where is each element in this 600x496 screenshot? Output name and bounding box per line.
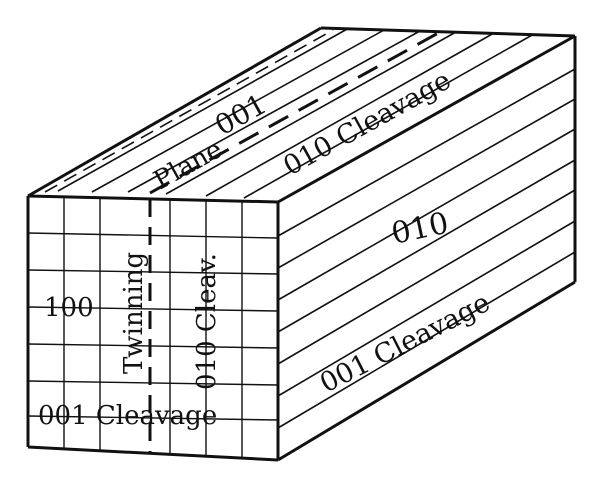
front-010-cleavage-label: 010 Cleav. — [192, 253, 222, 390]
front-001-cleavage-label: 001 Cleavage — [38, 401, 217, 431]
top-face-cleavage-lines — [44, 27, 535, 199]
twinning-plane-dashed-line — [149, 30, 441, 195]
top-face — [28, 28, 575, 202]
front-100-label: 100 — [44, 293, 94, 323]
front-face — [28, 196, 278, 460]
front-twinning-label: Twinning — [119, 252, 149, 374]
side-face-cleavage-lines — [277, 68, 576, 429]
block-outline — [26, 26, 577, 462]
front-face-grid — [27, 197, 279, 458]
